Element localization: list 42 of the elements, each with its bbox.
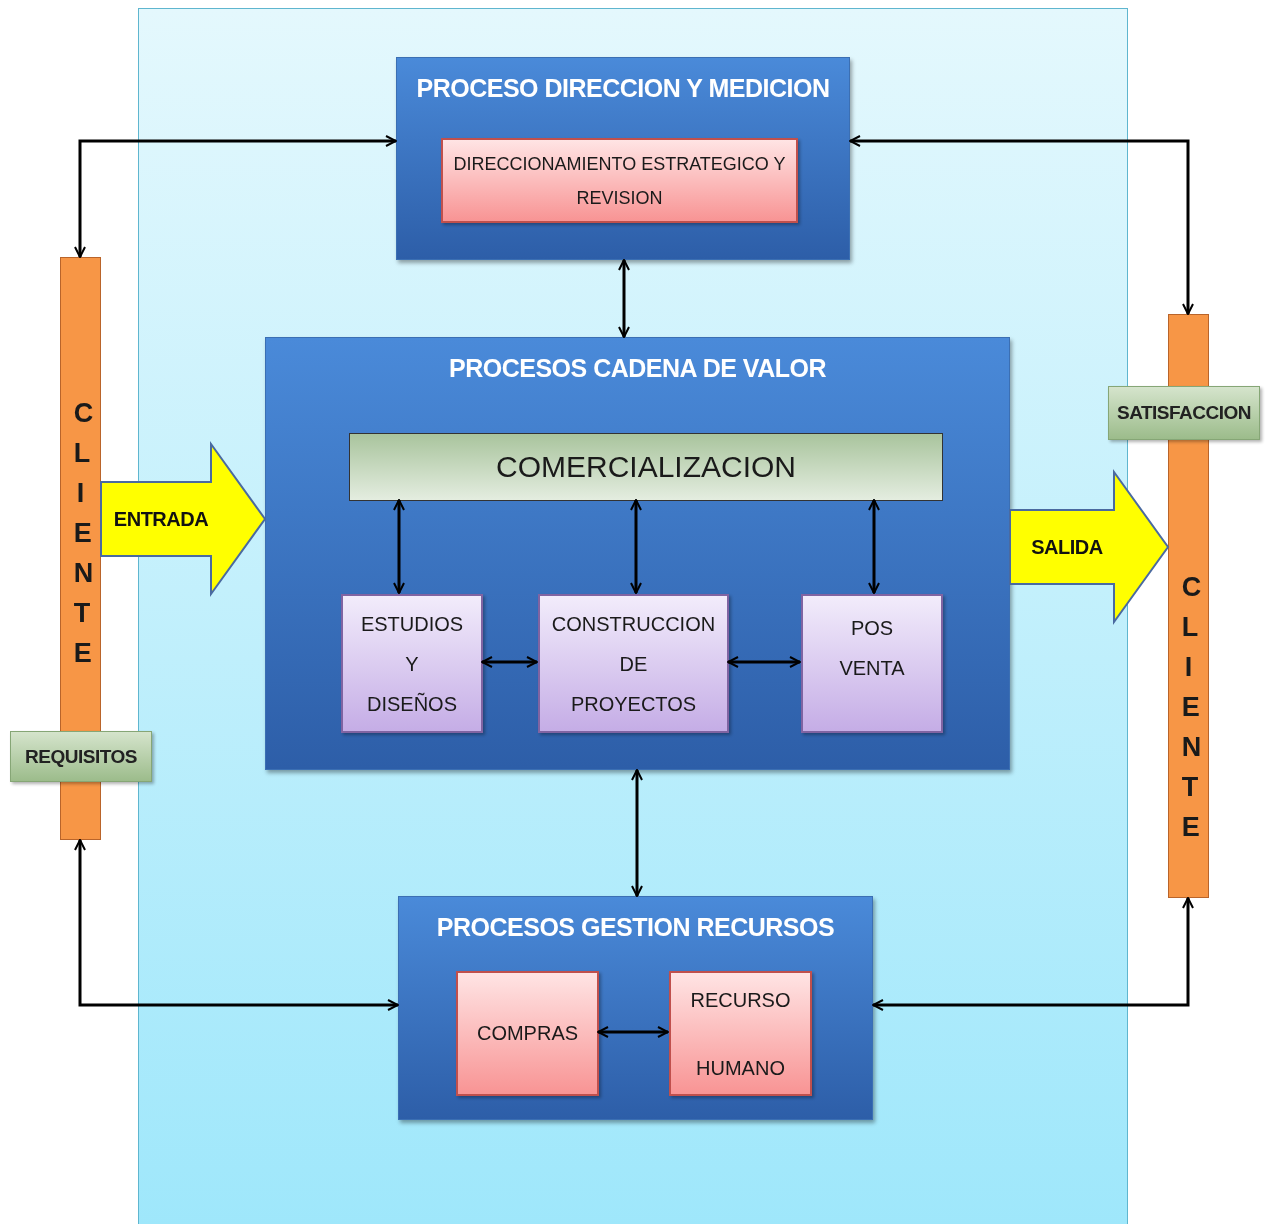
- process-box: [538, 594, 729, 733]
- process-bar: [349, 433, 943, 501]
- arrow: [727, 656, 801, 668]
- process-box: [669, 971, 812, 1096]
- box-label: CONSTRUCCION DE PROYECTOS: [550, 611, 717, 717]
- process-box: [456, 971, 599, 1096]
- box-label: POS VENTA: [838, 616, 906, 681]
- arrow: [481, 656, 538, 668]
- process-group-box: [398, 896, 873, 1120]
- tag-box: [10, 731, 152, 782]
- box-label: COMERCIALIZACION: [496, 450, 796, 484]
- process-box: [441, 138, 798, 223]
- tag-box: [1108, 386, 1260, 440]
- box-label: ESTUDIOS Y DISEÑOS: [359, 611, 465, 717]
- vertical-label: CLIENTE: [1180, 571, 1200, 844]
- arrow: [868, 499, 880, 594]
- arrow: [630, 499, 642, 594]
- process-group-box: [396, 57, 850, 260]
- arrow: [597, 1026, 669, 1038]
- block-arrow: [1009, 468, 1170, 626]
- arrow: [872, 897, 1194, 1011]
- box-label: COMPRAS: [476, 1022, 579, 1045]
- arrow: [849, 135, 1194, 315]
- edge-label: ENTRADA: [113, 507, 209, 531]
- process-box: [801, 594, 943, 733]
- edge-label: SALIDA: [1031, 535, 1103, 559]
- tag-label: SATISFACCION: [1116, 402, 1251, 424]
- section-title: PROCESO DIRECCION Y MEDICION: [416, 74, 830, 103]
- vertical-label: CLIENTE: [72, 397, 92, 670]
- arrow: [393, 499, 405, 594]
- block-arrow: [100, 440, 267, 598]
- section-title: PROCESOS GESTION RECURSOS: [436, 913, 835, 942]
- box-label: RECURSO HUMANO: [689, 987, 792, 1081]
- process-group-box: [265, 337, 1010, 770]
- process-box: [341, 594, 483, 733]
- arrow: [74, 135, 397, 258]
- arrow: [631, 769, 643, 897]
- tag-label: REQUISITOS: [25, 745, 137, 768]
- arrow: [618, 259, 630, 338]
- arrow: [74, 839, 399, 1011]
- box-label: DIRECCIONAMIENTO ESTRATEGICO Y REVISION: [452, 152, 787, 210]
- section-title: PROCESOS CADENA DE VALOR: [449, 354, 826, 383]
